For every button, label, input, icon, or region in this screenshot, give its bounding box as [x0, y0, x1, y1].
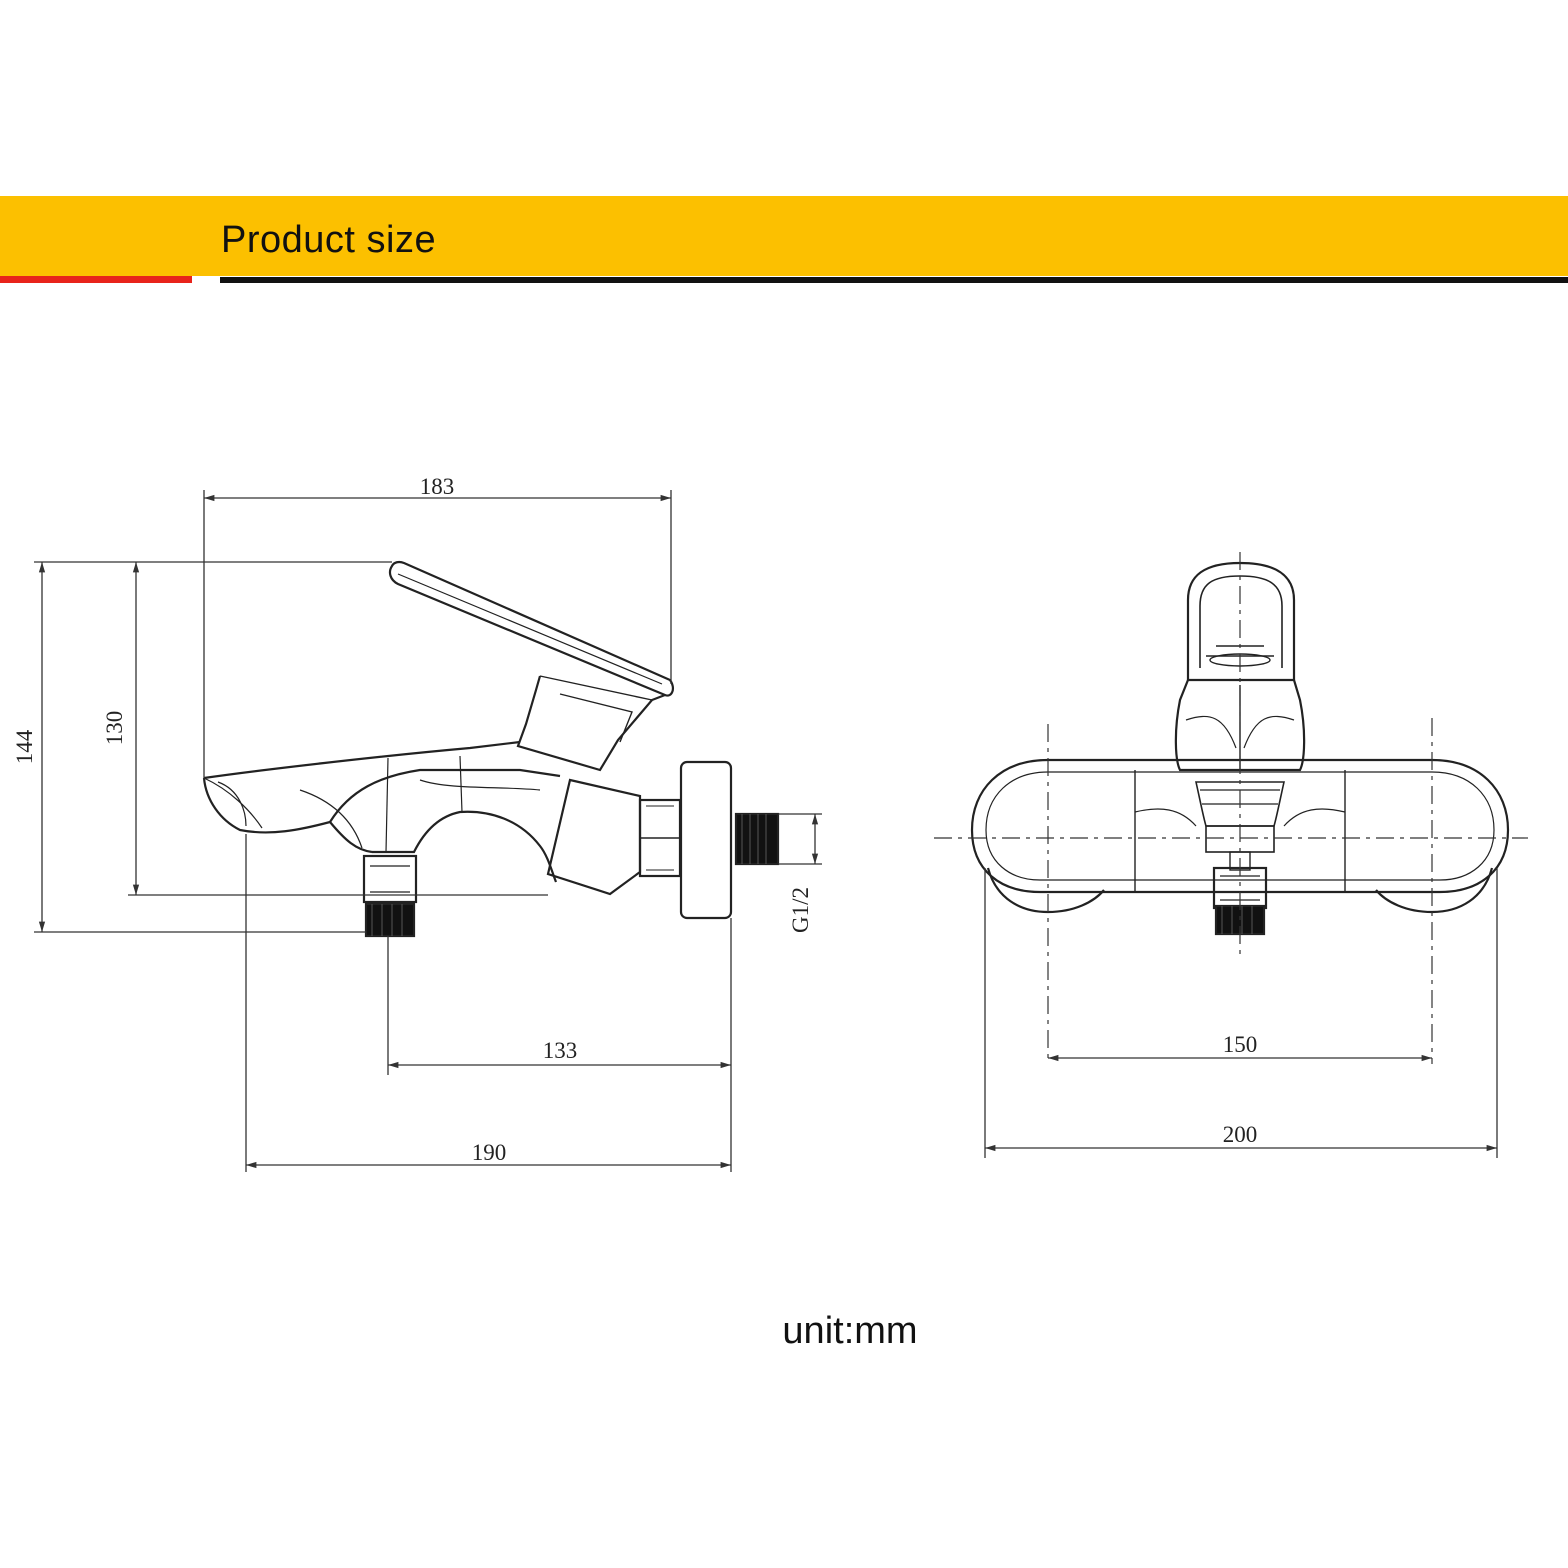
side-view — [202, 560, 780, 938]
dim-200: 200 — [1223, 1122, 1258, 1147]
front-view-dimensions — [984, 868, 1498, 1158]
dim-130: 130 — [102, 711, 127, 746]
wall-thread — [734, 812, 780, 866]
header-banner — [0, 196, 1568, 276]
dim-190: 190 — [472, 1140, 507, 1165]
front-view-centerlines — [934, 552, 1528, 1064]
wall-flange — [679, 760, 733, 920]
accent-rule-red — [0, 276, 192, 283]
outlet-nut — [362, 854, 418, 904]
accent-rule-black — [220, 277, 1568, 283]
dim-133: 133 — [543, 1038, 578, 1063]
page-title: Product size — [221, 219, 437, 261]
spout — [203, 740, 521, 780]
lever-handle — [388, 560, 674, 697]
front-body — [970, 758, 1510, 894]
dim-150: 150 — [1223, 1032, 1258, 1057]
dim-144: 144 — [12, 729, 37, 764]
mixer-box — [546, 778, 642, 896]
unit-label: unit:mm — [782, 1310, 918, 1352]
outlet-thread — [364, 902, 416, 938]
front-handle — [1186, 561, 1296, 680]
side-view-dimensions — [34, 490, 822, 1172]
dim-g12: G1/2 — [788, 887, 813, 933]
dim-183: 183 — [420, 474, 455, 499]
cartridge-body — [516, 675, 666, 772]
